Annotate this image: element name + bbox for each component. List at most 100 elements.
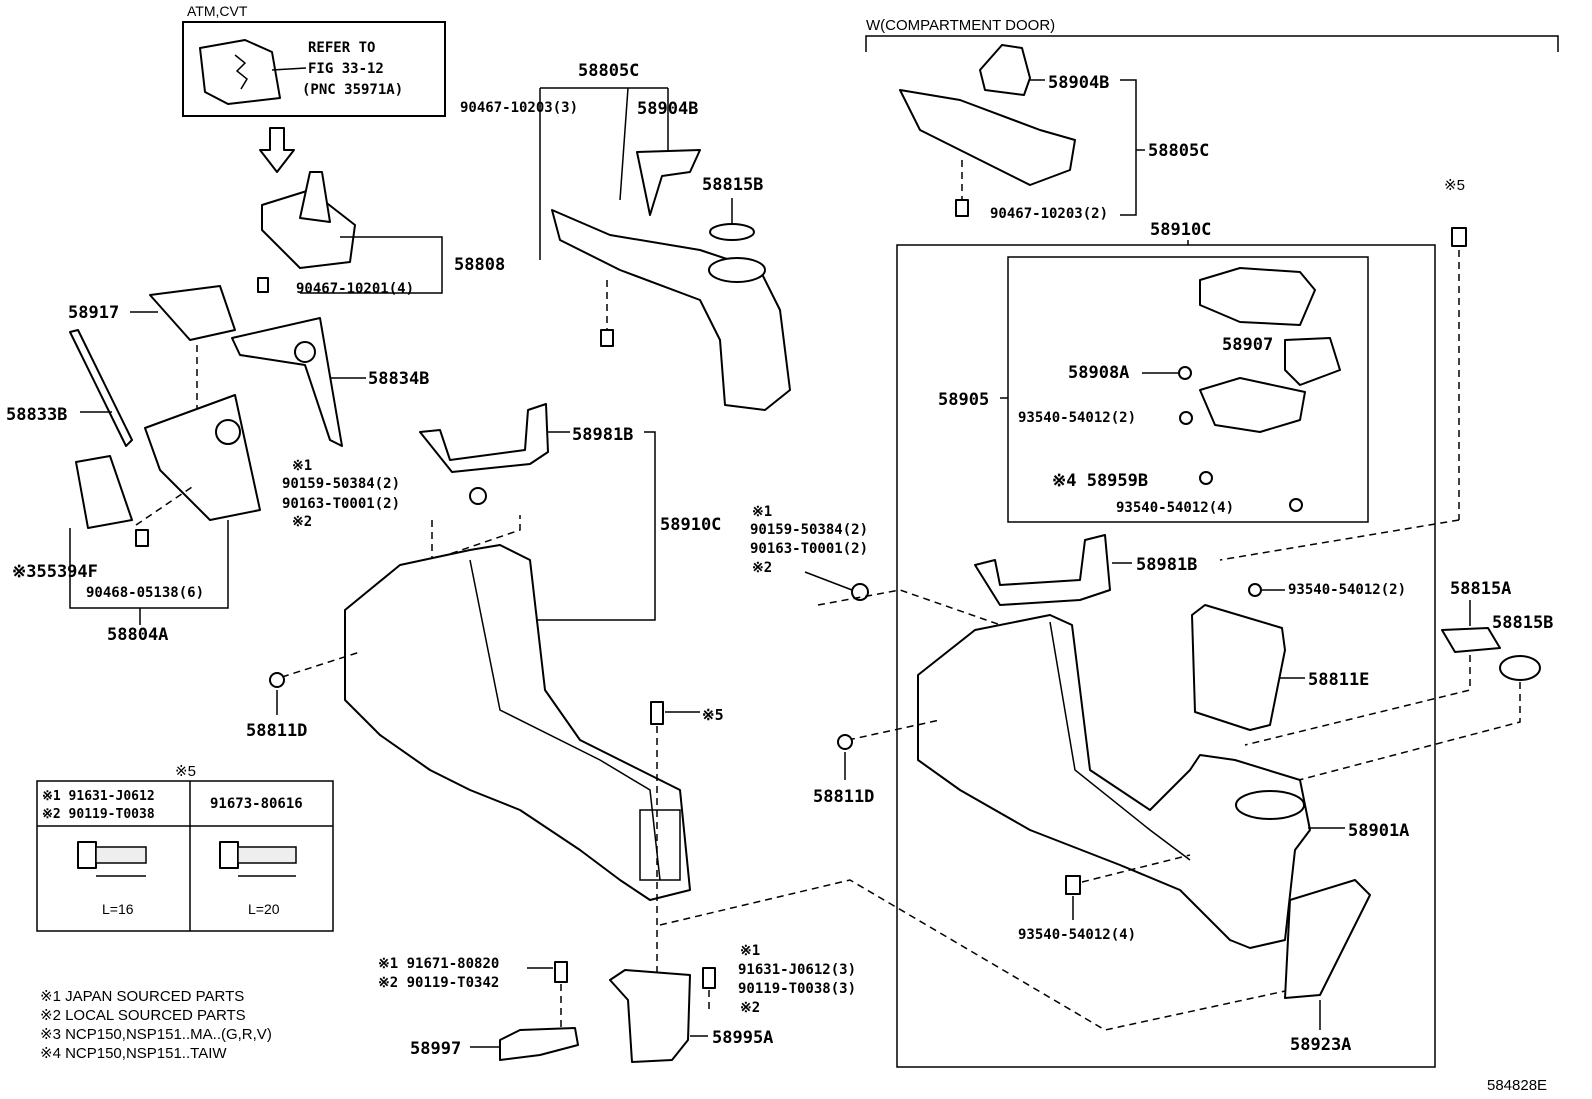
console-slot-icon xyxy=(639,809,681,881)
callout-58907: 58907 xyxy=(1222,335,1273,355)
dashed-guide xyxy=(659,879,1291,1031)
screw-icon xyxy=(469,487,487,505)
clip-icon xyxy=(1178,366,1192,380)
bracket-58997-part xyxy=(499,1027,579,1061)
refer-line-3: (PNC 35971A) xyxy=(302,82,403,98)
console-lower-58910c-part xyxy=(344,544,691,901)
callout-x2-left: ※2 xyxy=(292,514,312,530)
callout-93540-4b: 93540-54012(4) xyxy=(1018,927,1136,943)
callout-90163-left: 90163-T0001(2) xyxy=(282,496,400,512)
callout-x2-mid: ※2 xyxy=(752,560,772,576)
trim-58834b-part xyxy=(231,317,343,447)
callout-58808: 58808 xyxy=(454,255,505,275)
callout-x5-mid: ※5 xyxy=(702,706,724,724)
bezel-58804a-part xyxy=(144,394,261,521)
callout-58815b-top: 58815B xyxy=(702,175,763,195)
panel-58923a-part xyxy=(1284,879,1371,999)
callout-x1-mid: ※1 xyxy=(752,504,772,520)
screw-icon xyxy=(1248,583,1262,597)
bolt-table-col1-line1: ※1 91631-J0612 xyxy=(42,789,155,804)
panel-58917-part xyxy=(149,285,236,341)
clip-icon xyxy=(600,329,614,347)
bolt-icon xyxy=(554,961,568,983)
dashed-guide xyxy=(1279,682,1521,786)
bolt-table-col2: 91673-80616 xyxy=(210,796,303,812)
clip-icon xyxy=(269,672,285,688)
callout-58811e: 58811E xyxy=(1308,670,1369,690)
callout-58997: 58997 xyxy=(410,1039,461,1059)
callout-58981b-right: 58981B xyxy=(1136,555,1197,575)
bolt-icon xyxy=(702,967,716,989)
bolt-table xyxy=(36,780,334,932)
callout-58815b-right: 58815B xyxy=(1492,613,1553,633)
callout-58904b-right: 58904B xyxy=(1048,73,1109,93)
callout-93540-2a: 93540-54012(2) xyxy=(1018,410,1136,426)
cap-58904b-part xyxy=(636,149,701,216)
clip-icon xyxy=(837,734,853,750)
callout-91671: ※1 91671-80820 xyxy=(378,956,499,972)
callout-58804a: 58804A xyxy=(107,625,168,645)
callout-58811d-left: 58811D xyxy=(246,721,307,741)
lid-58905-part xyxy=(1199,267,1316,326)
callout-58910c-left: 58910C xyxy=(660,515,721,535)
callout-58959b: ※4 58959B xyxy=(1052,471,1148,491)
bolt-table-col1-line2: ※2 90119-T0038 xyxy=(42,807,155,822)
console-upper-58805c-part xyxy=(551,209,791,411)
callout-58908a: 58908A xyxy=(1068,363,1129,383)
bolt-icon xyxy=(650,701,664,725)
leader-bracket xyxy=(1120,79,1137,216)
bolt-length-1: L=16 xyxy=(102,901,134,917)
tray-58905-part xyxy=(1199,377,1306,433)
leader-58808 xyxy=(300,236,443,294)
callout-58811d-right: 58811D xyxy=(813,787,874,807)
dashed-guide xyxy=(1081,854,1191,883)
screw-icon xyxy=(1179,411,1193,425)
note-3: ※3 NCP150,NSP151..MA..(G,R,V) xyxy=(40,1026,272,1043)
box-58811e-part xyxy=(1191,604,1286,731)
cap-58904b-right-part xyxy=(979,44,1031,96)
clip-icon xyxy=(955,199,969,217)
shift-boot-neck xyxy=(299,171,331,223)
note5-label: ※5 xyxy=(1444,177,1465,194)
note-2: ※2 LOCAL SOURCED PARTS xyxy=(40,1007,246,1024)
console-inner-edge xyxy=(469,559,661,881)
refer-box xyxy=(182,21,446,117)
bracket-58981b-left-part xyxy=(419,403,549,473)
callout-58923a: 58923A xyxy=(1290,1035,1351,1055)
bolt-table-title: ※5 xyxy=(175,763,196,780)
section-compartment-label: W(COMPARTMENT DOOR) xyxy=(866,17,1055,34)
figure-code: 584828E xyxy=(1487,1077,1547,1094)
leader-line xyxy=(619,87,629,201)
latch-58907-part xyxy=(1284,337,1341,386)
callout-58901a: 58901A xyxy=(1348,821,1409,841)
bolt-head-icon xyxy=(219,841,239,869)
callout-58917: 58917 xyxy=(68,303,119,323)
bezel-hole-icon xyxy=(215,419,241,445)
screw-icon xyxy=(1289,498,1303,512)
callout-58815a: 58815A xyxy=(1450,579,1511,599)
callout-55394f: ※355394F xyxy=(12,562,98,582)
cup-holder-icon xyxy=(708,257,766,283)
callout-58995a: 58995A xyxy=(712,1028,773,1048)
console-inner-edge xyxy=(1049,621,1191,861)
leader-line xyxy=(271,67,307,71)
console-lower-58910c-right-part xyxy=(917,614,1311,949)
assembly-box-58910c xyxy=(896,244,1436,1068)
dashed-guide xyxy=(847,719,941,741)
callout-90163-mid: 90163-T0001(2) xyxy=(750,541,868,557)
bolt-length-2: L=20 xyxy=(248,901,280,917)
callout-90159-mid: 90159-50384(2) xyxy=(750,522,868,538)
callout-93540-4a: 93540-54012(4) xyxy=(1116,500,1234,516)
leader-bracket xyxy=(69,520,229,609)
note-4: ※4 NCP150,NSP151..TAIW xyxy=(40,1045,227,1062)
screw-icon xyxy=(851,583,869,601)
refer-line-1: REFER TO xyxy=(308,40,375,56)
bracket-58981b-right-part xyxy=(974,534,1111,606)
section-bracket xyxy=(865,35,1559,52)
callout-93540-2b: 93540-54012(2) xyxy=(1288,582,1406,598)
callout-58981b-left: 58981B xyxy=(572,425,633,445)
callout-90159-left: 90159-50384(2) xyxy=(282,476,400,492)
bolt-head-icon xyxy=(77,841,97,869)
